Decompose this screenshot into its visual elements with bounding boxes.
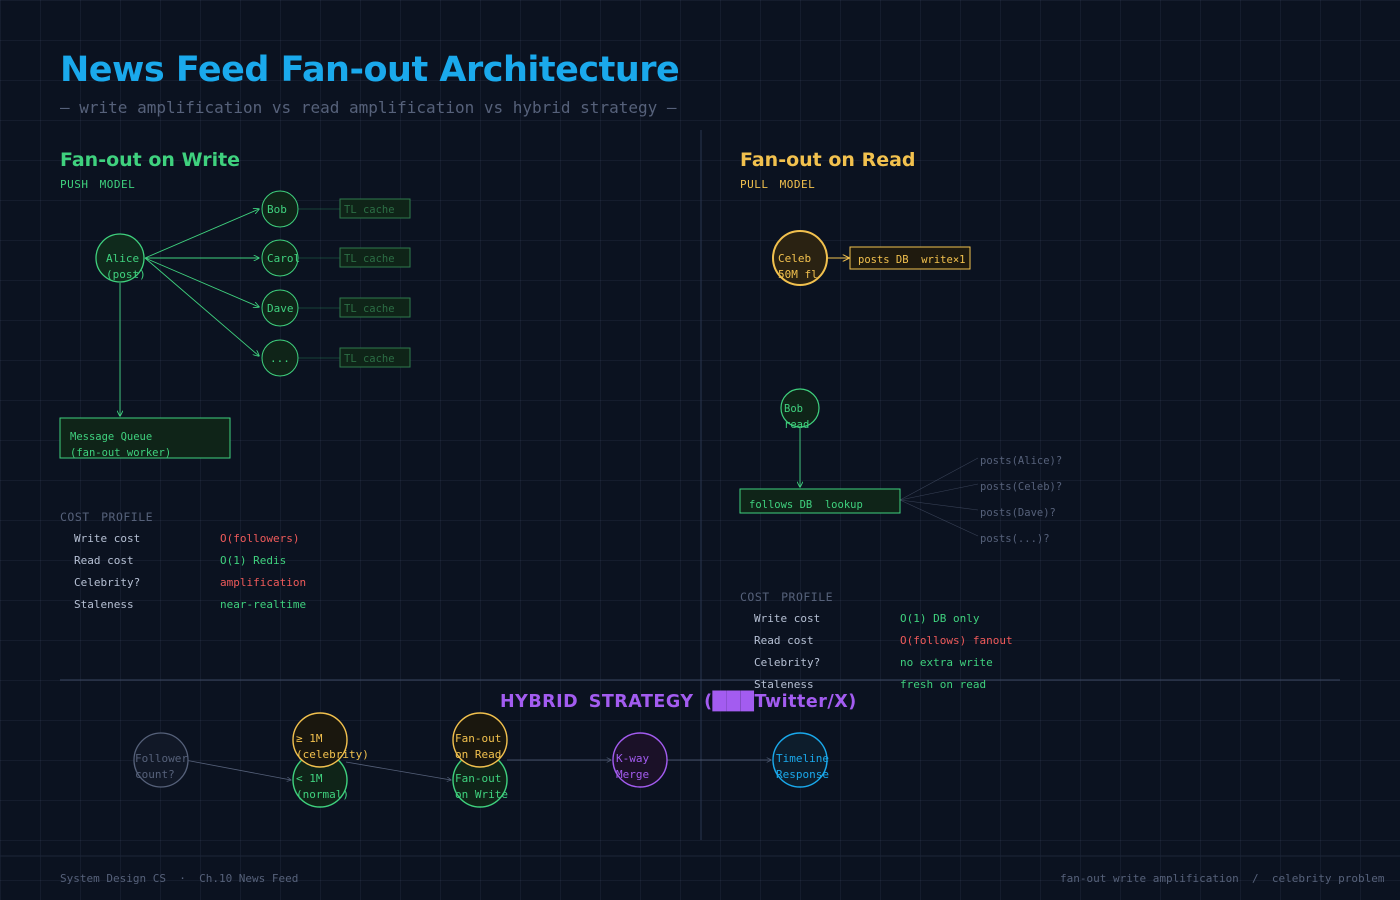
celeb-sub-label: 50M fl: [778, 268, 818, 281]
write-cost-label: Write cost: [754, 612, 821, 625]
celeb-node[interactable]: Celeb 50M fl: [772, 230, 828, 286]
tl-cache-label: TL cache: [344, 303, 395, 315]
fanout-write-sub-label: on Write: [455, 788, 508, 801]
write-cost-value: O(followers): [220, 532, 300, 545]
write-section-title: Fan-out on Write: [60, 149, 241, 171]
merge-label: K-way: [616, 752, 649, 765]
write-edges: [120, 209, 259, 416]
follower-label: ...: [270, 352, 290, 365]
posts-query: posts(Celeb)?: [980, 481, 1062, 493]
read-section-title: Fan-out on Read: [740, 149, 916, 171]
posts-db-box[interactable]: posts DB write×1: [849, 246, 971, 270]
posts-query: posts(Dave)?: [980, 507, 1056, 519]
posts-db-label: posts DB write×1: [858, 254, 965, 266]
message-queue-box[interactable]: Message Queue (fan-out worker): [59, 417, 231, 459]
tl-cache-label: TL cache: [344, 253, 395, 265]
queue-label: Message Queue: [70, 431, 152, 443]
alice-sub-label: (post): [106, 268, 146, 281]
follower-node-more[interactable]: ... TL cache: [261, 339, 411, 377]
read-cost-label: Read cost: [754, 634, 814, 647]
celeb-label: Celeb: [778, 252, 811, 265]
staleness-label: Staleness: [74, 598, 134, 611]
footer-right: fan-out write amplification / celebrity …: [1060, 872, 1385, 885]
fanout-write-node[interactable]: Fan-out on Write: [452, 752, 508, 808]
footer-left: System Design CS · Ch.10 News Feed: [60, 872, 299, 885]
follower-node-dave[interactable]: Dave TL cache: [261, 289, 411, 327]
merge-sub-label: Merge: [616, 768, 649, 781]
write-cost-value: O(1) DB only: [900, 612, 980, 625]
staleness-label: Staleness: [754, 678, 814, 691]
timeline-response-node[interactable]: Timeline Response: [772, 732, 829, 788]
follows-db-box[interactable]: follows DB lookup: [739, 488, 901, 514]
read-cost-label: Read cost: [74, 554, 134, 567]
timeline-response-sub-label: Response: [776, 768, 829, 781]
read-cost-value: O(1) Redis: [220, 554, 287, 567]
normal-branch-node[interactable]: < 1M (normal): [292, 752, 349, 808]
alice-label: Alice: [106, 252, 139, 265]
write-model-label: PUSH MODEL: [60, 178, 136, 191]
follower-count-sub-label: count?: [135, 768, 175, 781]
reader-node[interactable]: Bob read: [780, 388, 820, 431]
page-title: News Feed Fan-out Architecture: [60, 50, 680, 90]
staleness-value: near-realtime: [220, 598, 307, 611]
tl-cache-label: TL cache: [344, 204, 395, 216]
queue-sub-label: (fan-out worker): [70, 447, 171, 459]
normal-branch-label: < 1M: [296, 772, 323, 785]
staleness-value: fresh on read: [900, 678, 987, 691]
fanout-write-label: Fan-out: [455, 772, 501, 785]
follower-count-label: Follower: [135, 752, 188, 765]
follower-node-carol[interactable]: Carol TL cache: [261, 239, 411, 277]
celebrity-value: no extra write: [900, 656, 993, 669]
follower-label: Bob: [267, 203, 287, 216]
fanout-read-label: Fan-out: [455, 732, 501, 745]
fanout-read-sub-label: on Read: [455, 748, 501, 761]
celebrity-branch-sub-label: (celebrity): [296, 748, 369, 761]
celebrity-label: Celebrity?: [74, 576, 141, 589]
follower-count-node[interactable]: Follower count?: [133, 732, 189, 788]
tl-cache-label: TL cache: [344, 353, 395, 365]
celebrity-branch-label: ≥ 1M: [296, 732, 323, 745]
celebrity-label: Celebrity?: [754, 656, 821, 669]
celebrity-branch-node[interactable]: ≥ 1M (celebrity): [292, 712, 369, 768]
follows-db-label: follows DB lookup: [749, 499, 863, 511]
hybrid-strategy-title: HYBRID STRATEGY (███Twitter/X): [500, 692, 857, 712]
posts-queries: posts(Alice)? posts(Celeb)? posts(Dave)?…: [980, 455, 1062, 545]
fanout-read-node[interactable]: Fan-out on Read: [452, 712, 508, 768]
merge-node[interactable]: K-way Merge: [612, 732, 668, 788]
write-cost-label: Write cost: [74, 532, 141, 545]
follower-label: Dave: [267, 302, 294, 315]
follower-label: Carol: [267, 252, 300, 265]
read-edges: [800, 258, 979, 537]
follower-node-bob[interactable]: Bob TL cache: [261, 190, 411, 228]
read-cost-heading: COST PROFILE: [740, 590, 834, 604]
timeline-response-label: Timeline: [776, 752, 829, 765]
posts-query: posts(...)?: [980, 533, 1050, 545]
read-model-label: PULL MODEL: [740, 178, 816, 191]
page-subtitle: — write amplification vs read amplificat…: [60, 98, 677, 117]
posts-query: posts(Alice)?: [980, 455, 1062, 467]
hybrid-edges: [184, 760, 771, 780]
alice-node[interactable]: Alice (post): [95, 233, 146, 283]
read-cost-value: O(follows) fanout: [900, 634, 1013, 647]
celebrity-value: amplification: [220, 576, 307, 589]
normal-branch-sub-label: (normal): [296, 788, 349, 801]
reader-label: Bob: [784, 403, 803, 415]
reader-sub-label: read: [784, 419, 809, 431]
write-cost-heading: COST PROFILE: [60, 510, 154, 524]
